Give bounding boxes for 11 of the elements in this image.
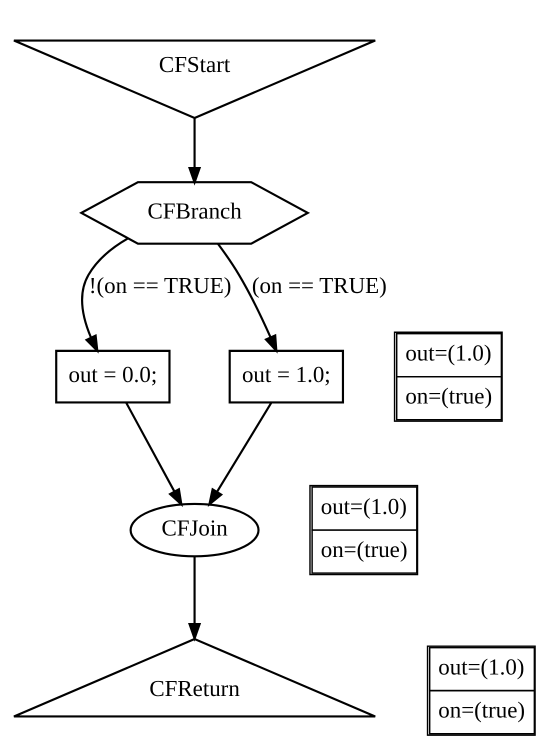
- node-ellipse: CFJoin: [130, 502, 260, 557]
- edge-label: (on == TRUE): [252, 272, 387, 298]
- node-box: out = 1.0;: [228, 349, 344, 404]
- arrow: [81, 237, 128, 354]
- edge-label: !(on == TRUE): [88, 272, 232, 298]
- node-box: out = 0.0;: [55, 349, 171, 404]
- arrow: [188, 118, 202, 186]
- arrow: [217, 242, 278, 354]
- arrow: [188, 556, 202, 642]
- arrow: [125, 402, 183, 507]
- arrow: [208, 402, 272, 507]
